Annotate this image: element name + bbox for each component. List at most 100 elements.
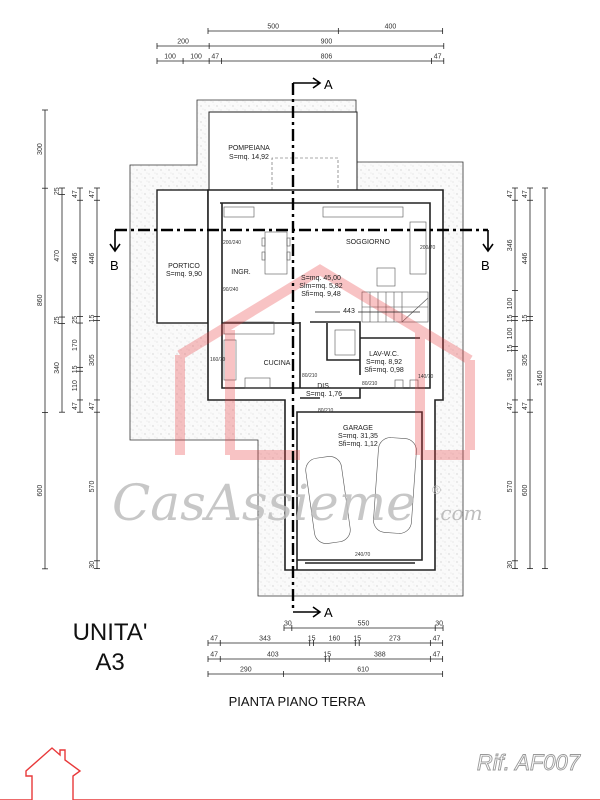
dimension-label: 610 xyxy=(357,667,369,674)
dimension-label: 25 xyxy=(72,316,79,324)
dimension-label: 47 xyxy=(507,402,514,410)
svg-text:PORTICO: PORTICO xyxy=(168,263,200,270)
svg-text:140/70: 140/70 xyxy=(418,374,434,380)
dimension-label: 47 xyxy=(434,54,442,61)
svg-text:B: B xyxy=(110,258,119,273)
dimension-label: 403 xyxy=(267,652,279,659)
dimension-label: 47 xyxy=(89,190,96,198)
dimension-label: 30 xyxy=(507,561,514,569)
svg-text:S=mq. 8,92: S=mq. 8,92 xyxy=(366,359,402,366)
svg-text:Sfi=mq. 0,98: Sfi=mq. 0,98 xyxy=(364,367,404,374)
watermark-brand: CasAssieme xyxy=(112,474,416,532)
dimension-label: 470 xyxy=(54,250,61,262)
dimension-label: 15 xyxy=(323,652,331,659)
svg-text:160/70: 160/70 xyxy=(210,357,226,363)
dimension-label: 47 xyxy=(210,652,218,659)
dimension-label: 200 xyxy=(177,39,189,46)
dimension-label: 600 xyxy=(522,484,529,496)
unit-label-line1: UNITA' xyxy=(73,619,148,646)
page-title: PIANTA PIANO TERRA xyxy=(229,694,366,709)
dimension-label: 47 xyxy=(433,652,441,659)
dimension-label: 15 xyxy=(507,314,514,322)
dimension-label: 47 xyxy=(210,636,218,643)
dimension-label: 570 xyxy=(89,481,96,493)
svg-text:S=mq. 31,35: S=mq. 31,35 xyxy=(338,433,378,440)
svg-text:Sfi=mq. 9,48: Sfi=mq. 9,48 xyxy=(301,291,341,298)
dimension-label: 290 xyxy=(240,667,252,674)
dimension-label: 860 xyxy=(37,294,44,306)
svg-text:S=mq. 1,76: S=mq. 1,76 xyxy=(306,391,342,398)
logo-house-icon xyxy=(0,747,600,800)
house-watermark-icon xyxy=(175,264,475,460)
dimension-label: 346 xyxy=(507,239,514,251)
room-ingresso: INGR. xyxy=(231,269,251,276)
svg-text:Sfi=mq. 1,12: Sfi=mq. 1,12 xyxy=(338,441,378,448)
staircase xyxy=(361,291,429,323)
svg-text:POMPEIANA: POMPEIANA xyxy=(228,145,270,152)
dimension-label: 100 xyxy=(507,298,514,310)
dimension-label: 25 xyxy=(54,316,61,324)
unit-label-line2: A3 xyxy=(95,649,124,676)
dimension-label: 446 xyxy=(522,252,529,264)
dimension-label: 100 xyxy=(190,54,202,61)
dimension-label: 47 xyxy=(89,402,96,410)
dimension-label: 446 xyxy=(72,252,79,264)
watermark-registered: ® xyxy=(432,483,441,497)
dimension-label: 100 xyxy=(164,54,176,61)
dimension-label: 570 xyxy=(507,481,514,493)
svg-text:GARAGE: GARAGE xyxy=(343,425,373,432)
room-pompeiana: POMPEIANA S=mq. 14,92 xyxy=(228,145,270,161)
svg-text:80/210: 80/210 xyxy=(318,408,334,414)
room-cucina: CUCINA xyxy=(264,360,291,367)
dimension-label: 400 xyxy=(385,24,397,31)
room-portico: PORTICO S=mq. 9,90 xyxy=(166,263,202,278)
svg-text:S=mq. 14,92: S=mq. 14,92 xyxy=(229,154,269,161)
dimension-label: 47 xyxy=(522,190,529,198)
svg-text:90/240: 90/240 xyxy=(223,287,239,293)
reference-code: Rif. AF007 xyxy=(477,750,581,775)
dimension-label: 900 xyxy=(321,39,333,46)
dimension-label: 47 xyxy=(72,402,79,410)
dimension-label: 1460 xyxy=(537,370,544,386)
dimension-label: 446 xyxy=(89,252,96,264)
dimension-label: 806 xyxy=(321,54,333,61)
dimension-label: 500 xyxy=(267,24,279,31)
svg-text:LAV-W.C.: LAV-W.C. xyxy=(369,351,399,358)
svg-text:DIS.: DIS. xyxy=(317,383,331,390)
dimension-label: 47 xyxy=(522,402,529,410)
svg-text:200/70: 200/70 xyxy=(420,245,436,251)
dimension-label: 300 xyxy=(37,143,44,155)
room-soggiorno: SOGGIORNO S=mq. 45,00 Slm=mq. 5,82 Sfi=m… xyxy=(299,239,390,298)
dimension-label: 305 xyxy=(89,354,96,366)
svg-text:80/210: 80/210 xyxy=(302,373,318,379)
dimension-label: 47 xyxy=(507,190,514,198)
furniture xyxy=(223,206,427,389)
dimension-label: 170 xyxy=(72,339,79,351)
svg-text:SOGGIORNO: SOGGIORNO xyxy=(346,239,391,246)
svg-text:B: B xyxy=(481,258,490,273)
dimension-label: 273 xyxy=(389,636,401,643)
stair-length: 443 xyxy=(343,308,355,315)
dimension-label: 160 xyxy=(329,636,341,643)
svg-text:A: A xyxy=(324,605,333,620)
dimension-label: 47 xyxy=(72,190,79,198)
dimension-label: 47 xyxy=(433,636,441,643)
watermark-suffix: .com xyxy=(434,501,483,525)
dimension-label: 30 xyxy=(284,621,292,628)
svg-text:S=mq. 45,00: S=mq. 45,00 xyxy=(301,275,341,282)
section-line-b: B B xyxy=(109,228,494,273)
dimension-label: 340 xyxy=(54,362,61,374)
dimension-label: 15 xyxy=(522,314,529,322)
car-icon xyxy=(305,437,417,544)
svg-text:Slm=mq. 5,82: Slm=mq. 5,82 xyxy=(299,283,342,290)
dimension-label: 30 xyxy=(435,621,443,628)
dimension-label: 100 xyxy=(507,328,514,340)
dimension-label: 15 xyxy=(353,636,361,643)
dimension-label: 190 xyxy=(507,369,514,381)
svg-text:200/240: 200/240 xyxy=(223,240,241,246)
svg-text:A: A xyxy=(324,77,333,92)
dimension-label: 600 xyxy=(37,485,44,497)
portico-area xyxy=(156,189,209,324)
room-disimpegno: DIS. S=mq. 1,76 xyxy=(306,383,342,398)
